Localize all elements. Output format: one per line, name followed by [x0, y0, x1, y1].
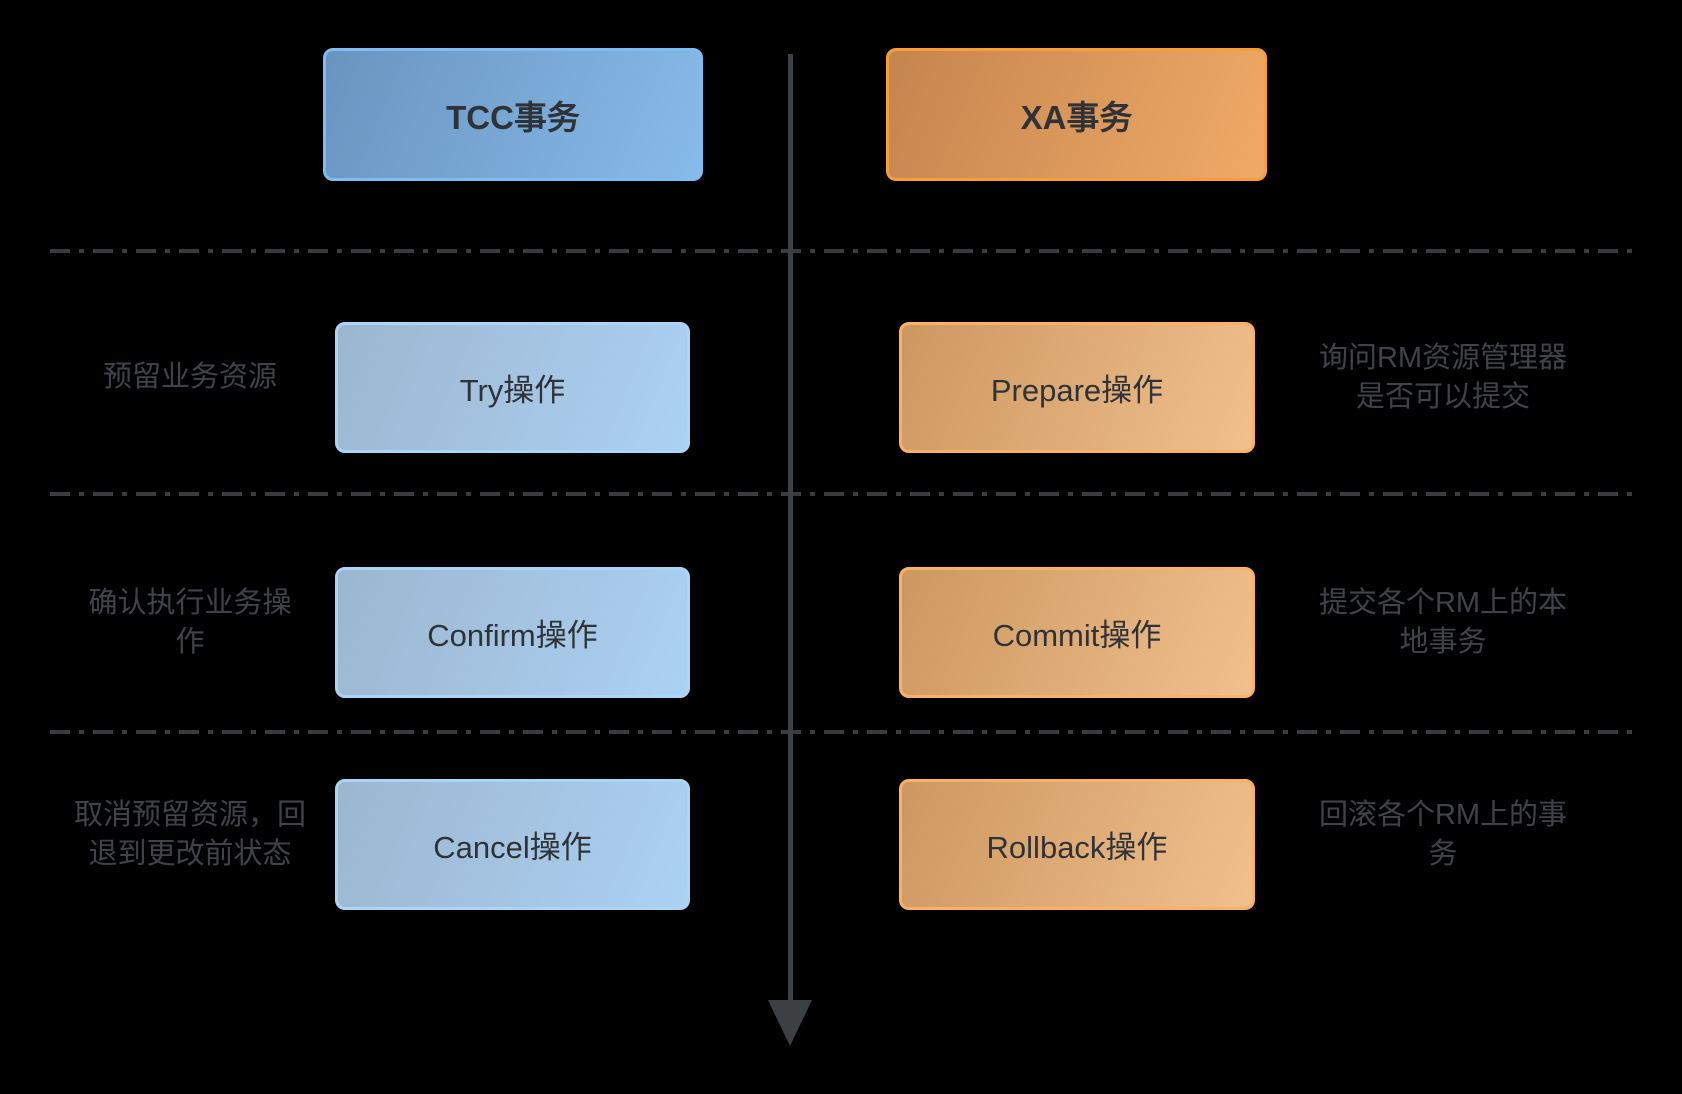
row-left-label-line: 取消预留资源，回 — [73, 798, 306, 831]
row-right-label-line: 提交各个RM上的本 — [1318, 586, 1568, 619]
tcc-step-box: Confirm操作 — [335, 567, 690, 698]
tcc-step-box: Cancel操作 — [335, 779, 690, 910]
phase-divider-1 — [50, 249, 1634, 253]
timeline-arrowhead-icon — [768, 1000, 812, 1046]
tcc-step-label: Confirm操作 — [427, 618, 598, 653]
row-left-label-line: 作 — [175, 625, 205, 658]
tcc-step-label: Try操作 — [459, 373, 566, 408]
xa-step-box: Rollback操作 — [899, 779, 1255, 910]
row-right-label-line: 询问RM资源管理器 — [1318, 341, 1568, 374]
xa-step-box: Commit操作 — [899, 567, 1255, 698]
row-right-label: 询问RM资源管理器 是否可以提交 — [1278, 312, 1608, 443]
tcc-header-label: TCC事务 — [446, 98, 580, 136]
tcc-step-label: Cancel操作 — [433, 830, 592, 865]
xa-step-label: Rollback操作 — [986, 830, 1168, 865]
row-left-label-line: 预留业务资源 — [102, 361, 277, 393]
row-right-label-line: 务 — [1428, 837, 1458, 870]
xa-step-label: Prepare操作 — [990, 373, 1164, 408]
xa-header-box: XA事务 — [886, 48, 1267, 181]
row-left-label-line: 退到更改前状态 — [88, 837, 292, 870]
row-left-label: 取消预留资源，回 退到更改前状态 — [30, 769, 350, 900]
xa-step-box: Prepare操作 — [899, 322, 1255, 453]
row-right-label: 提交各个RM上的本 地事务 — [1278, 557, 1608, 688]
row-left-label: 确认执行业务操 作 — [30, 557, 350, 688]
row-left-label: 预留业务资源 — [30, 312, 350, 443]
row-right-label-line: 地事务 — [1399, 625, 1487, 658]
row-right-label-line: 回滚各个RM上的事 — [1318, 798, 1568, 831]
timeline-arrow-line — [788, 54, 793, 1002]
tcc-step-box: Try操作 — [335, 322, 690, 453]
phase-divider-2 — [50, 492, 1634, 496]
row-left-label-line: 确认执行业务操 — [88, 586, 292, 619]
xa-header-label: XA事务 — [1020, 98, 1133, 136]
row-right-label-line: 是否可以提交 — [1355, 380, 1530, 413]
row-right-label: 回滚各个RM上的事 务 — [1278, 769, 1608, 900]
phase-divider-3 — [50, 730, 1634, 734]
tcc-header-box: TCC事务 — [323, 48, 703, 181]
xa-step-label: Commit操作 — [992, 618, 1162, 653]
